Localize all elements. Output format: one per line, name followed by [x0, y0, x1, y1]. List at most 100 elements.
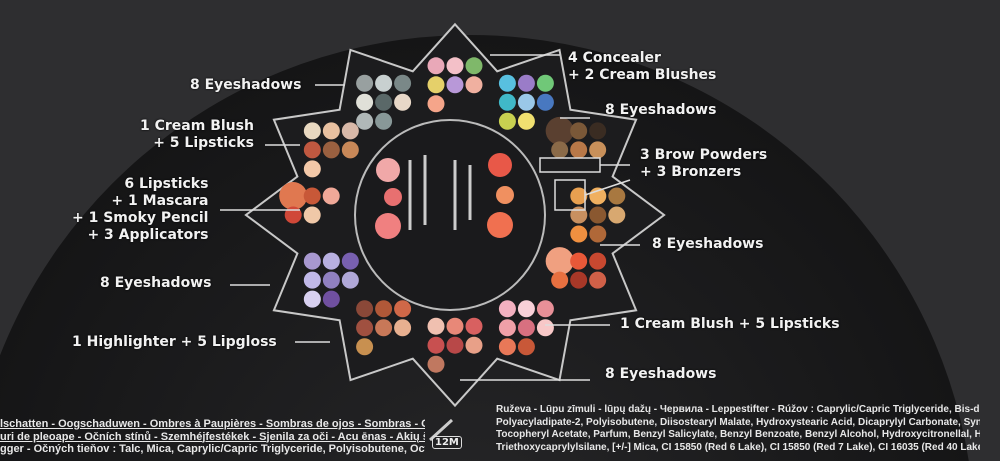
color-well	[303, 252, 321, 270]
color-well	[341, 252, 359, 270]
color-well	[322, 187, 340, 205]
color-well	[375, 93, 393, 111]
color-well	[356, 319, 374, 337]
color-well	[303, 290, 321, 308]
color-well	[536, 300, 554, 318]
color-wells	[279, 57, 626, 373]
color-well	[446, 336, 464, 354]
label-eyeshadows-top-left: 8 Eyeshadows	[190, 77, 302, 93]
color-well	[570, 271, 588, 289]
ingredients-left: lschatten - Oogschaduwen - Ombres à Paup…	[0, 418, 425, 456]
leader-lines	[220, 54, 640, 381]
ingredients-line: Ruževa - Lūpu zīmuli - lūpų dažų - Черви…	[496, 404, 980, 415]
color-well	[322, 122, 340, 140]
lipstick-well	[376, 158, 400, 182]
color-well	[394, 319, 412, 337]
color-well	[375, 319, 393, 337]
color-well	[608, 206, 626, 224]
color-well	[589, 225, 607, 243]
color-well	[589, 252, 607, 270]
label-eyeshadows-top-right: 8 Eyeshadows	[605, 102, 717, 118]
color-well	[427, 317, 445, 335]
color-well	[356, 74, 374, 92]
color-well	[279, 182, 308, 210]
color-well	[427, 76, 445, 94]
label-lipsticks-mascara: 6 Lipsticks+ 1 Mascara+ 1 Smoky Pencil+ …	[72, 176, 208, 244]
color-well	[608, 187, 626, 205]
color-well	[303, 271, 321, 289]
color-well	[303, 122, 321, 140]
color-well	[589, 122, 607, 140]
color-well	[517, 112, 535, 130]
label-line: 4 Concealer	[568, 50, 661, 66]
color-well	[375, 300, 393, 318]
color-well	[303, 160, 321, 178]
pao-badge: 12M	[432, 436, 462, 449]
label-line: + 5 Lipsticks	[153, 135, 254, 151]
color-well	[551, 271, 569, 289]
color-well	[394, 93, 412, 111]
color-well	[465, 57, 483, 75]
color-well	[322, 141, 340, 159]
color-well	[570, 122, 588, 140]
color-well	[517, 338, 535, 356]
color-well	[446, 76, 464, 94]
color-well	[498, 338, 516, 356]
color-well	[341, 122, 359, 140]
color-well	[465, 76, 483, 94]
color-well	[545, 116, 574, 145]
color-well	[570, 141, 588, 159]
color-well	[589, 271, 607, 289]
color-well	[427, 355, 445, 373]
color-well	[498, 319, 516, 337]
color-well	[394, 74, 412, 92]
label-line: 1 Cream Blush	[140, 118, 254, 134]
color-well	[322, 252, 340, 270]
color-well	[322, 290, 340, 308]
color-well	[303, 187, 321, 205]
color-well	[517, 93, 535, 111]
label-line: + 3 Bronzers	[640, 164, 742, 180]
lipstick-well	[496, 186, 514, 204]
label-line: 3 Brow Powders	[640, 147, 768, 163]
color-well	[570, 225, 588, 243]
color-well	[517, 300, 535, 318]
color-well	[284, 206, 302, 224]
color-well	[517, 319, 535, 337]
ingredients-right: Ruževa - Lūpu zīmuli - lūpų dažų - Черви…	[496, 404, 980, 454]
ingredients-line: Polyacyladipate-2, Polyisobutene, Diisos…	[496, 416, 980, 428]
color-well	[375, 74, 393, 92]
ingredients-line: gger - Očných tieňov : Talc, Mica, Capry…	[0, 443, 425, 455]
label-cream-blush-left: 1 Cream Blush+ 5 Lipsticks	[140, 118, 254, 152]
color-well	[427, 57, 445, 75]
color-well	[356, 338, 374, 356]
applicators-icon	[408, 155, 472, 230]
label-line: + 1 Smoky Pencil	[72, 210, 209, 226]
color-well	[551, 141, 569, 159]
lipstick-well	[487, 212, 513, 238]
inner-wells	[375, 153, 514, 239]
color-well	[536, 93, 554, 111]
color-well	[465, 317, 483, 335]
color-well	[570, 252, 588, 270]
color-well	[427, 95, 445, 113]
label-cream-blush-right: 1 Cream Blush + 5 Lipsticks	[620, 316, 840, 332]
ingredients-line: uri de pleoape - Očních stínů - Szemhéjf…	[0, 430, 425, 443]
color-well	[536, 319, 554, 337]
label-highlighter: 1 Highlighter + 5 Lipgloss	[72, 334, 277, 350]
color-well	[303, 141, 321, 159]
color-well	[545, 247, 574, 276]
lipstick-well	[488, 153, 512, 177]
ingredients-line: Tocopheryl Acetate, Parfum, Benzyl Salic…	[496, 429, 980, 440]
label-brow-bronzer: 3 Brow Powders+ 3 Bronzers	[640, 147, 767, 181]
label-concealer: 4 Concealer+ 2 Cream Blushes	[568, 50, 716, 84]
color-well	[498, 112, 516, 130]
color-well	[498, 300, 516, 318]
color-well	[446, 317, 464, 335]
label-line: + 3 Applicators	[87, 227, 209, 243]
color-well	[498, 74, 516, 92]
label-eyeshadows-bottom: 8 Eyeshadows	[605, 366, 717, 382]
color-well	[589, 141, 607, 159]
color-well	[341, 141, 359, 159]
label-eyeshadows-left: 8 Eyeshadows	[100, 275, 212, 291]
